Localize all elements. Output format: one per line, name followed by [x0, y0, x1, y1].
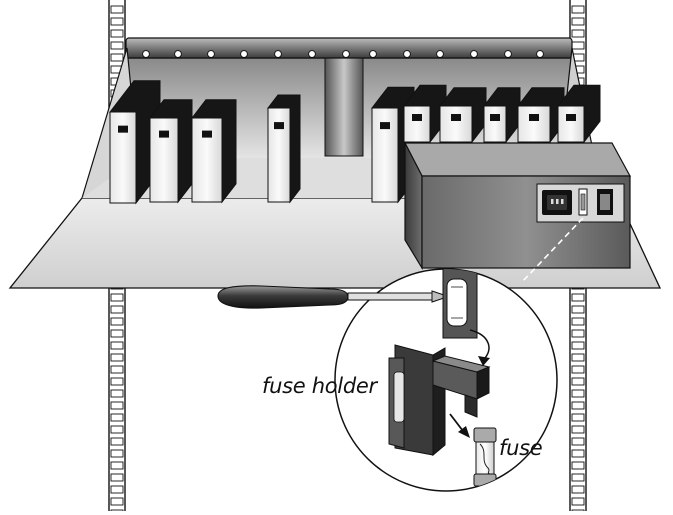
rail-slot	[572, 42, 584, 49]
rail-slot	[111, 366, 123, 373]
bar-hole	[437, 51, 444, 58]
bar-hole	[370, 51, 377, 58]
fuse-slot-icon	[579, 189, 587, 215]
rail-slot	[572, 486, 584, 493]
rail-slot	[111, 450, 123, 457]
bar-hole	[143, 51, 150, 58]
rail-slot	[111, 498, 123, 505]
rail-slot	[111, 6, 123, 13]
bar-hole	[537, 51, 544, 58]
rail-slot	[111, 42, 123, 49]
rail-slot	[572, 354, 584, 361]
rail-slot	[111, 438, 123, 445]
card-module	[268, 95, 300, 202]
label-fuse: fuse	[499, 436, 542, 460]
rail-slot	[111, 462, 123, 469]
rail-slot	[111, 474, 123, 481]
fuse-holder-installed	[443, 266, 477, 338]
card-module	[150, 100, 192, 202]
rail-slot	[111, 354, 123, 361]
rail-slot	[572, 378, 584, 385]
bar-hole	[505, 51, 512, 58]
label-fuse-holder: fuse holder	[262, 374, 377, 398]
rail-slot	[111, 402, 123, 409]
rear-panel	[537, 184, 624, 222]
rail-slot	[111, 18, 123, 25]
bar-hole	[471, 51, 478, 58]
rail-slot	[572, 342, 584, 349]
bar-hole	[343, 51, 350, 58]
rail-slot	[572, 402, 584, 409]
rail-slot	[111, 330, 123, 337]
rail-slot	[111, 390, 123, 397]
bar-hole	[208, 51, 215, 58]
rail-slot	[111, 54, 123, 61]
rail-slot	[572, 30, 584, 37]
rail-slot	[572, 330, 584, 337]
bar-hole	[175, 51, 182, 58]
rail-slot	[572, 390, 584, 397]
rail-slot	[111, 342, 123, 349]
rail-slot	[572, 6, 584, 13]
rail-slot	[572, 498, 584, 505]
rail-slot	[572, 474, 584, 481]
rail-slot	[572, 18, 584, 25]
bar-hole	[241, 51, 248, 58]
rail-slot	[572, 306, 584, 313]
fuse-icon	[474, 428, 496, 486]
rail-slot	[111, 414, 123, 421]
rail-slot	[572, 426, 584, 433]
rail-slot	[111, 378, 123, 385]
bar-hole	[404, 51, 411, 58]
rail-slot	[572, 318, 584, 325]
rail-slot	[111, 294, 123, 301]
rail-slot	[572, 414, 584, 421]
power-supply-chassis	[405, 143, 630, 268]
rail-slot	[111, 486, 123, 493]
power-switch-icon	[597, 189, 613, 215]
rail-slot	[111, 426, 123, 433]
rail-slot	[572, 366, 584, 373]
power-inlet-icon	[542, 190, 572, 215]
bar-hole	[309, 51, 316, 58]
rail-slot	[111, 318, 123, 325]
rail-slot	[572, 450, 584, 457]
bar-hole	[275, 51, 282, 58]
rail-slot	[572, 438, 584, 445]
rail-slot	[572, 294, 584, 301]
mounting-bar	[126, 38, 572, 58]
rail-slot	[111, 30, 123, 37]
card-module	[192, 100, 236, 202]
rail-slot	[572, 462, 584, 469]
rail-slot	[111, 306, 123, 313]
